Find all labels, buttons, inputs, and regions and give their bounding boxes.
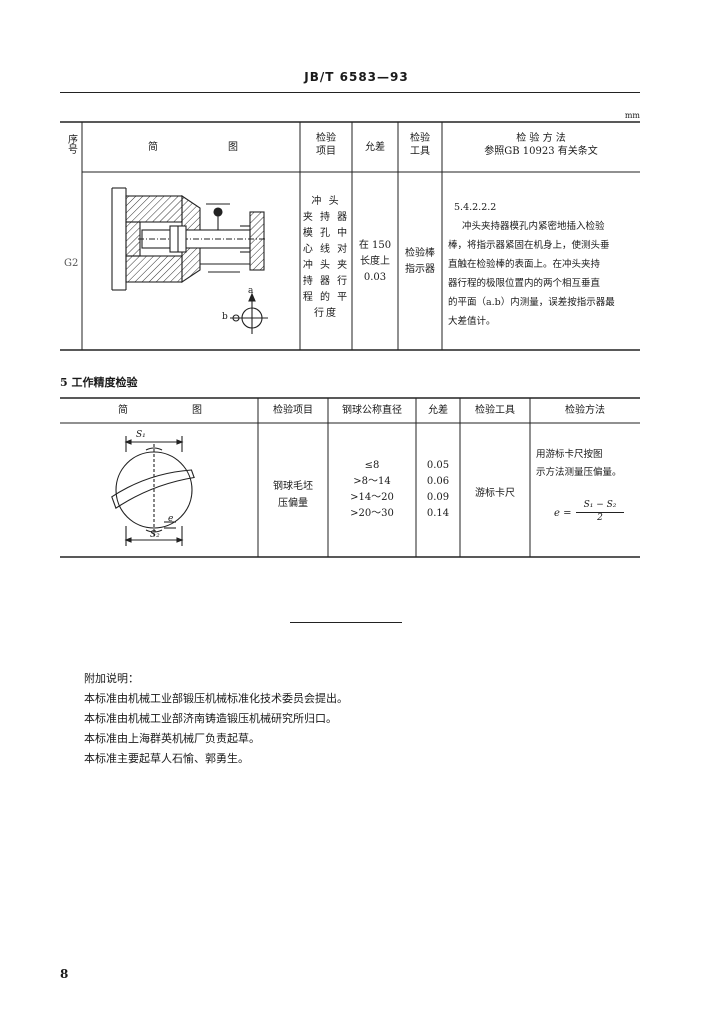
- table2-header-diam: 钢球公称直径: [342, 405, 402, 416]
- page-number: 8: [60, 967, 69, 981]
- table2-row-method: 用游标卡尺按图 示方法测量压偏量。: [536, 446, 638, 482]
- diam-3: >14～20: [350, 492, 394, 503]
- table1-row-no: G2: [64, 258, 79, 269]
- item-line-8: 行度: [314, 308, 338, 319]
- ball-label-e: e: [168, 514, 174, 524]
- ball-tol-4: 0.14: [426, 508, 450, 519]
- ball-tol-2: 0.06: [426, 476, 450, 487]
- table1-row-method: 5.4.2.2.2 冲头夹持器模孔内紧密地插入检验 棒，将指示器紧固在机身上，使…: [448, 198, 638, 331]
- method-line-3: 直触在检验棒的表面上。在冲头夹持: [448, 259, 601, 270]
- ball-method-line-1: 用游标卡尺按图: [536, 449, 603, 460]
- end-rule: [290, 622, 402, 623]
- diam-4: >20～30: [350, 508, 394, 519]
- item-line-2: 夹 持 器: [302, 212, 350, 223]
- unit-label: mm: [624, 111, 640, 120]
- tol-line-2: 长度上: [360, 256, 390, 267]
- table1-header-diagram-2: 图: [228, 142, 238, 153]
- method-line-5: 的平面（a.b）内测量，误差按指示器最: [448, 297, 615, 308]
- item-line-6: 持 器 行: [302, 276, 350, 287]
- table1-row-tol: 在 150 长度上 0.03: [352, 238, 398, 286]
- tol-line-3: 0.03: [363, 272, 387, 283]
- method-ref: 5.4.2.2.2: [454, 202, 497, 213]
- document-code: JB/T 6583—93: [304, 70, 409, 84]
- ball-label-s2: S₂: [150, 530, 160, 540]
- table2-row-diam: ≤8 >8～14 >14～20 >20～30: [328, 458, 416, 522]
- ball-tol-3: 0.09: [426, 492, 450, 503]
- table1-header-item-line2: 项目: [316, 145, 336, 157]
- table2-header-tool: 检验工具: [475, 405, 515, 416]
- method-line-4: 器行程的极限位置内的两个相互垂直: [448, 278, 601, 289]
- table2-row-item: 钢球毛坯 压偏量: [258, 478, 328, 512]
- table1-header-method-line1: 检 验 方 法: [516, 133, 566, 144]
- method-line-6: 大差值计。: [448, 316, 496, 327]
- tool-line-2: 指示器: [405, 264, 435, 275]
- method-line-1: 冲头夹持器模孔内紧密地插入检验: [462, 221, 605, 232]
- formula-fraction: S₁ − S₂ 2: [576, 500, 624, 525]
- table1-grid: [60, 121, 640, 351]
- drawing-label-a: a: [248, 286, 254, 296]
- table1-header-tool-line1: 检验: [410, 133, 430, 144]
- ball-method-line-2: 示方法测量压偏量。: [536, 467, 622, 478]
- diam-1: ≤8: [364, 460, 380, 471]
- item-line-1: 冲 头: [311, 196, 341, 207]
- ball-label-s1: S₁: [136, 430, 146, 440]
- formula-denominator: 2: [597, 513, 603, 524]
- table2-row-tool: 游标卡尺: [475, 488, 515, 499]
- table2-header-diagram-2: 图: [192, 405, 202, 416]
- notes-line-2: 本标准由机械工业部济南铸造锻压机械研究所归口。: [84, 712, 337, 725]
- table1-header-item: 检验 项目: [300, 133, 352, 158]
- section-title: 5 工作精度检验: [60, 376, 138, 389]
- table2-grid: [60, 397, 640, 558]
- table1-header-method: 检 验 方 法 参照GB 10923 有关条文: [442, 133, 640, 158]
- notes-title: 附加说明：: [84, 672, 139, 685]
- table2-header-diagram-1: 简: [118, 405, 128, 416]
- table1-header-diagram-1: 简: [148, 142, 158, 153]
- table1-row-tool: 检验棒 指示器: [398, 246, 442, 278]
- table2-header-tol: 允差: [428, 405, 448, 416]
- table1-header-tol: 允差: [365, 142, 385, 153]
- notes-line-1: 本标准由机械工业部锻压机械标准化技术委员会提出。: [84, 692, 348, 705]
- item-line-7: 程 的 平: [302, 292, 350, 303]
- tool-line-1: 检验棒: [405, 248, 435, 259]
- formula-numerator: S₁ − S₂: [576, 500, 624, 514]
- item-line-3: 模 孔 中: [302, 228, 350, 239]
- table1-header-item-line1: 检验: [316, 133, 336, 144]
- formula-lhs: e =: [554, 508, 572, 519]
- diam-2: >8～14: [353, 476, 391, 487]
- drawing-label-b: b: [222, 312, 228, 322]
- ball-item-line-1: 钢球毛坯: [273, 481, 313, 492]
- table2-row-tol: 0.05 0.06 0.09 0.14: [416, 458, 460, 522]
- ball-tol-1: 0.05: [426, 460, 450, 471]
- punch-holder-drawing: [111, 187, 268, 334]
- table2-header-item: 检验项目: [273, 405, 313, 416]
- table1-header-method-line2: 参照GB 10923 有关条文: [484, 145, 598, 157]
- tol-line-1: 在 150: [358, 240, 392, 251]
- item-line-4: 心 线 对: [302, 244, 350, 255]
- table1-header-no: 序号: [65, 134, 77, 154]
- notes-line-3: 本标准由上海群英机械厂负责起草。: [84, 732, 260, 745]
- item-line-5: 冲 头 夹: [302, 260, 350, 271]
- method-line-2: 棒，将指示器紧固在机身上，使测头垂: [448, 240, 610, 251]
- table1-header-tool-line2: 工具: [410, 145, 430, 157]
- header-rule: [60, 92, 640, 93]
- table2-header-method: 检验方法: [565, 405, 605, 416]
- table1-row-item: 冲 头 夹 持 器 模 孔 中 心 线 对 冲 头 夹 持 器 行 程 的 平 …: [300, 194, 352, 322]
- steel-ball-drawing: [111, 436, 195, 546]
- table1-header-tool: 检验 工具: [398, 133, 442, 158]
- ball-item-line-2: 压偏量: [278, 498, 308, 509]
- notes-line-4: 本标准主要起草人石愉、郭勇生。: [84, 752, 249, 765]
